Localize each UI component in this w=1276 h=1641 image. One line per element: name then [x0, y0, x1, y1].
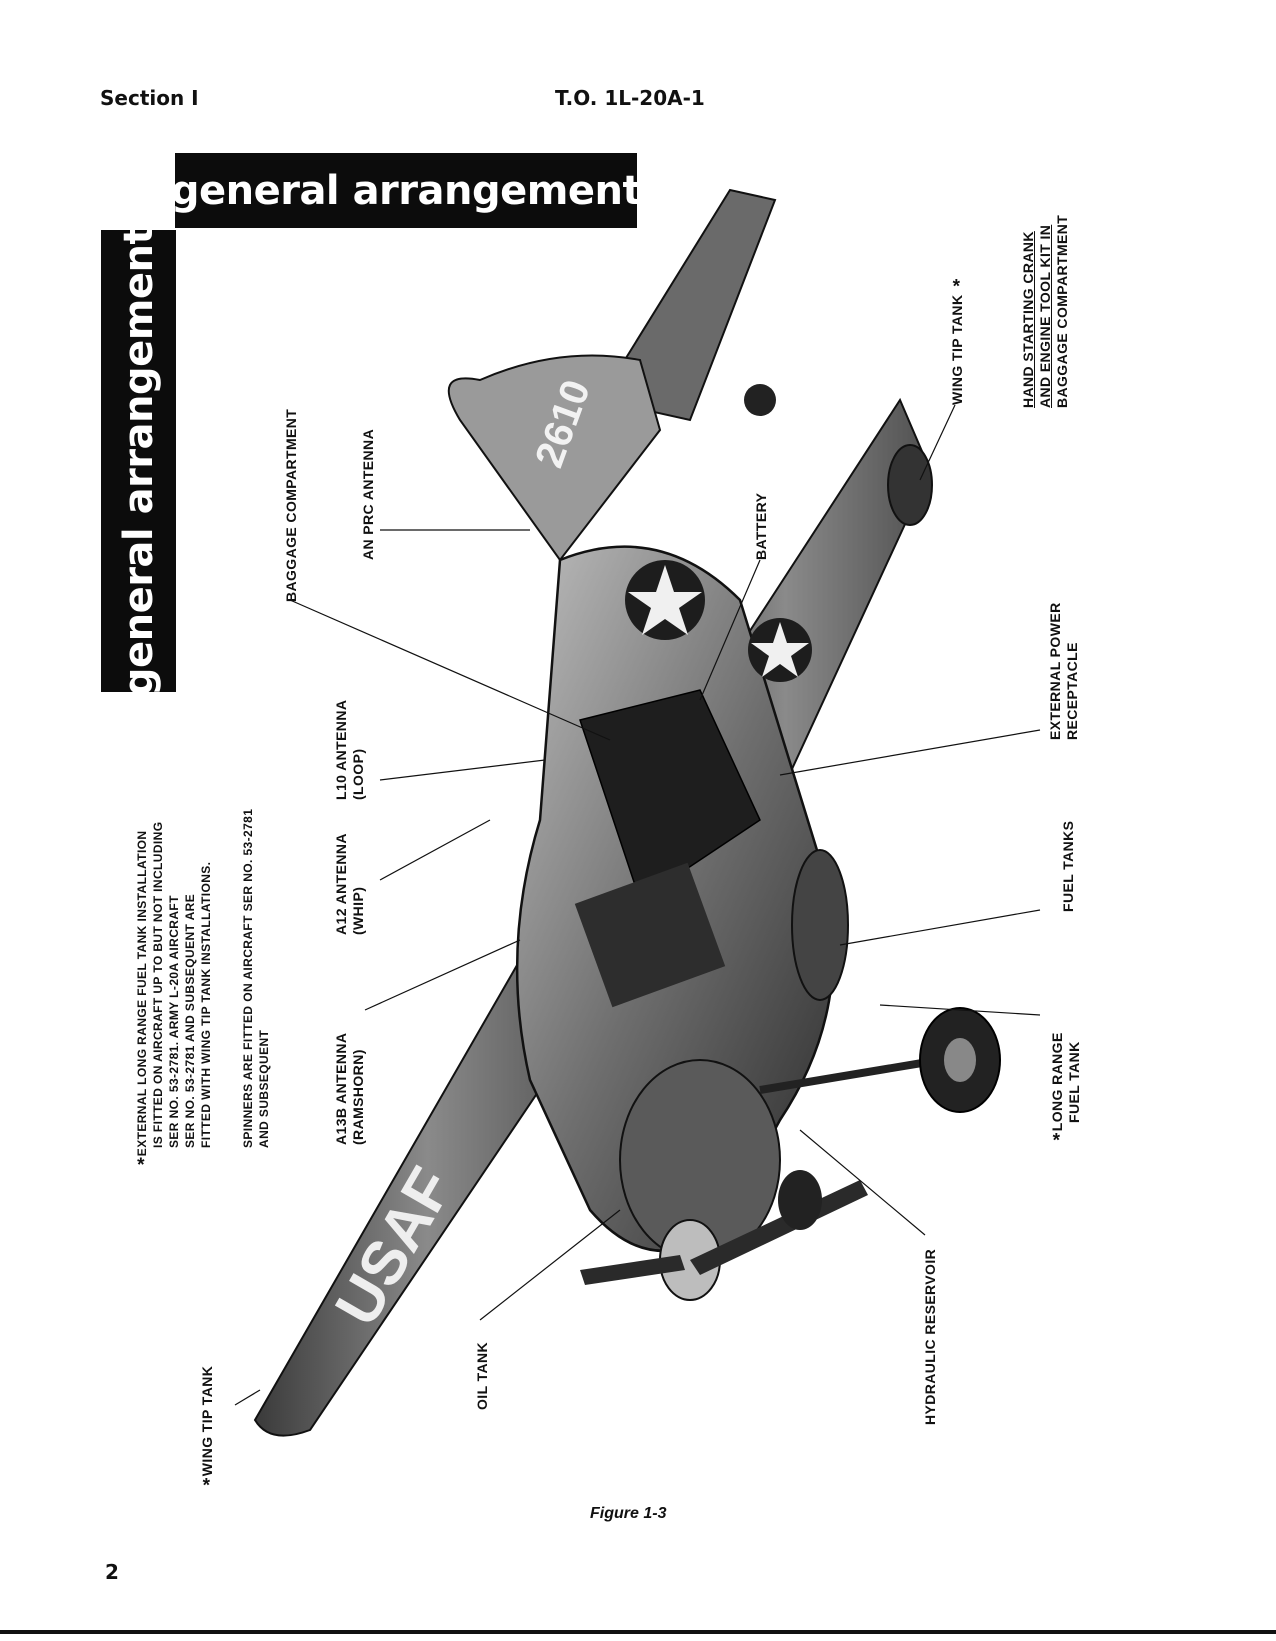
note-spinners: SPINNERS ARE FITTED ON AIRCRAFT SER NO. … — [240, 809, 272, 1148]
note2-line-1: SPINNERS ARE FITTED ON AIRCRAFT SER NO. … — [241, 808, 255, 1148]
title-banner-vertical: general arrangement — [101, 226, 176, 696]
label-oil-tank: OIL TANK — [474, 1341, 490, 1410]
wing-marking: USAF — [322, 1156, 466, 1337]
label-fuel-tanks: FUEL TANKS — [1060, 820, 1076, 912]
doc-number: T.O. 1L-20A-1 — [555, 86, 705, 110]
section-header: Section I — [100, 86, 199, 110]
label-wing-tip-tank-left: *WING TIP TANK — [199, 1365, 215, 1497]
label-battery: BATTERY — [753, 492, 769, 560]
title-banner-horizontal: general arrangement — [171, 153, 642, 228]
label-a13b-antenna: A13B ANTENNA (RAMSHORN) — [333, 1032, 366, 1145]
note1-line-2: IS FITTED ON AIRCRAFT UP TO BUT NOT INCL… — [151, 821, 165, 1148]
label-long-range-fuel-tank: *LONG RANGE FUEL TANK — [1049, 1032, 1082, 1152]
label-a12-antenna: A12 ANTENNA (WHIP) — [333, 833, 366, 935]
note1-line-3: SER NO. 53-2781. ARMY L-20A AIRCRAFT — [167, 895, 181, 1148]
note1-line-4: SER NO. 53-2781 AND SUBSEQUENT ARE — [183, 893, 197, 1148]
note1-line-1: EXTERNAL LONG RANGE FUEL TANK INSTALLATI… — [135, 830, 149, 1157]
page-number: 2 — [105, 1560, 119, 1584]
asterisk-marker: * — [137, 1155, 145, 1177]
page-title: general arrangement — [170, 167, 642, 214]
label-hand-starting-crank: HAND STARTING CRANK AND ENGINE TOOL KIT … — [1020, 214, 1070, 408]
asterisk-marker: * — [202, 1475, 211, 1497]
note-external-tank: *EXTERNAL LONG RANGE FUEL TANK INSTALLAT… — [133, 821, 214, 1177]
note2-line-2: AND SUBSEQUENT — [257, 1029, 271, 1148]
figure-caption: Figure 1-3 — [590, 1505, 667, 1522]
note1-line-5: FITTED WITH WING TIP TANK INSTALLATIONS. — [199, 861, 213, 1148]
bottom-rule — [0, 1630, 1276, 1634]
label-hydraulic-reservoir: HYDRAULIC RESERVOIR — [922, 1248, 938, 1425]
label-baggage-compartment: BAGGAGE COMPARTMENT — [283, 408, 299, 602]
asterisk-marker: * — [952, 276, 961, 298]
asterisk-marker: * — [1052, 1130, 1061, 1152]
label-l10-antenna: L10 ANTENNA (LOOP) — [333, 699, 366, 800]
label-wing-tip-tank-right: WING TIP TANK* — [949, 276, 965, 405]
label-external-power-receptacle: EXTERNAL POWER RECEPTACLE — [1047, 602, 1080, 740]
label-an-prc-antenna: AN PRC ANTENNA — [360, 428, 376, 560]
